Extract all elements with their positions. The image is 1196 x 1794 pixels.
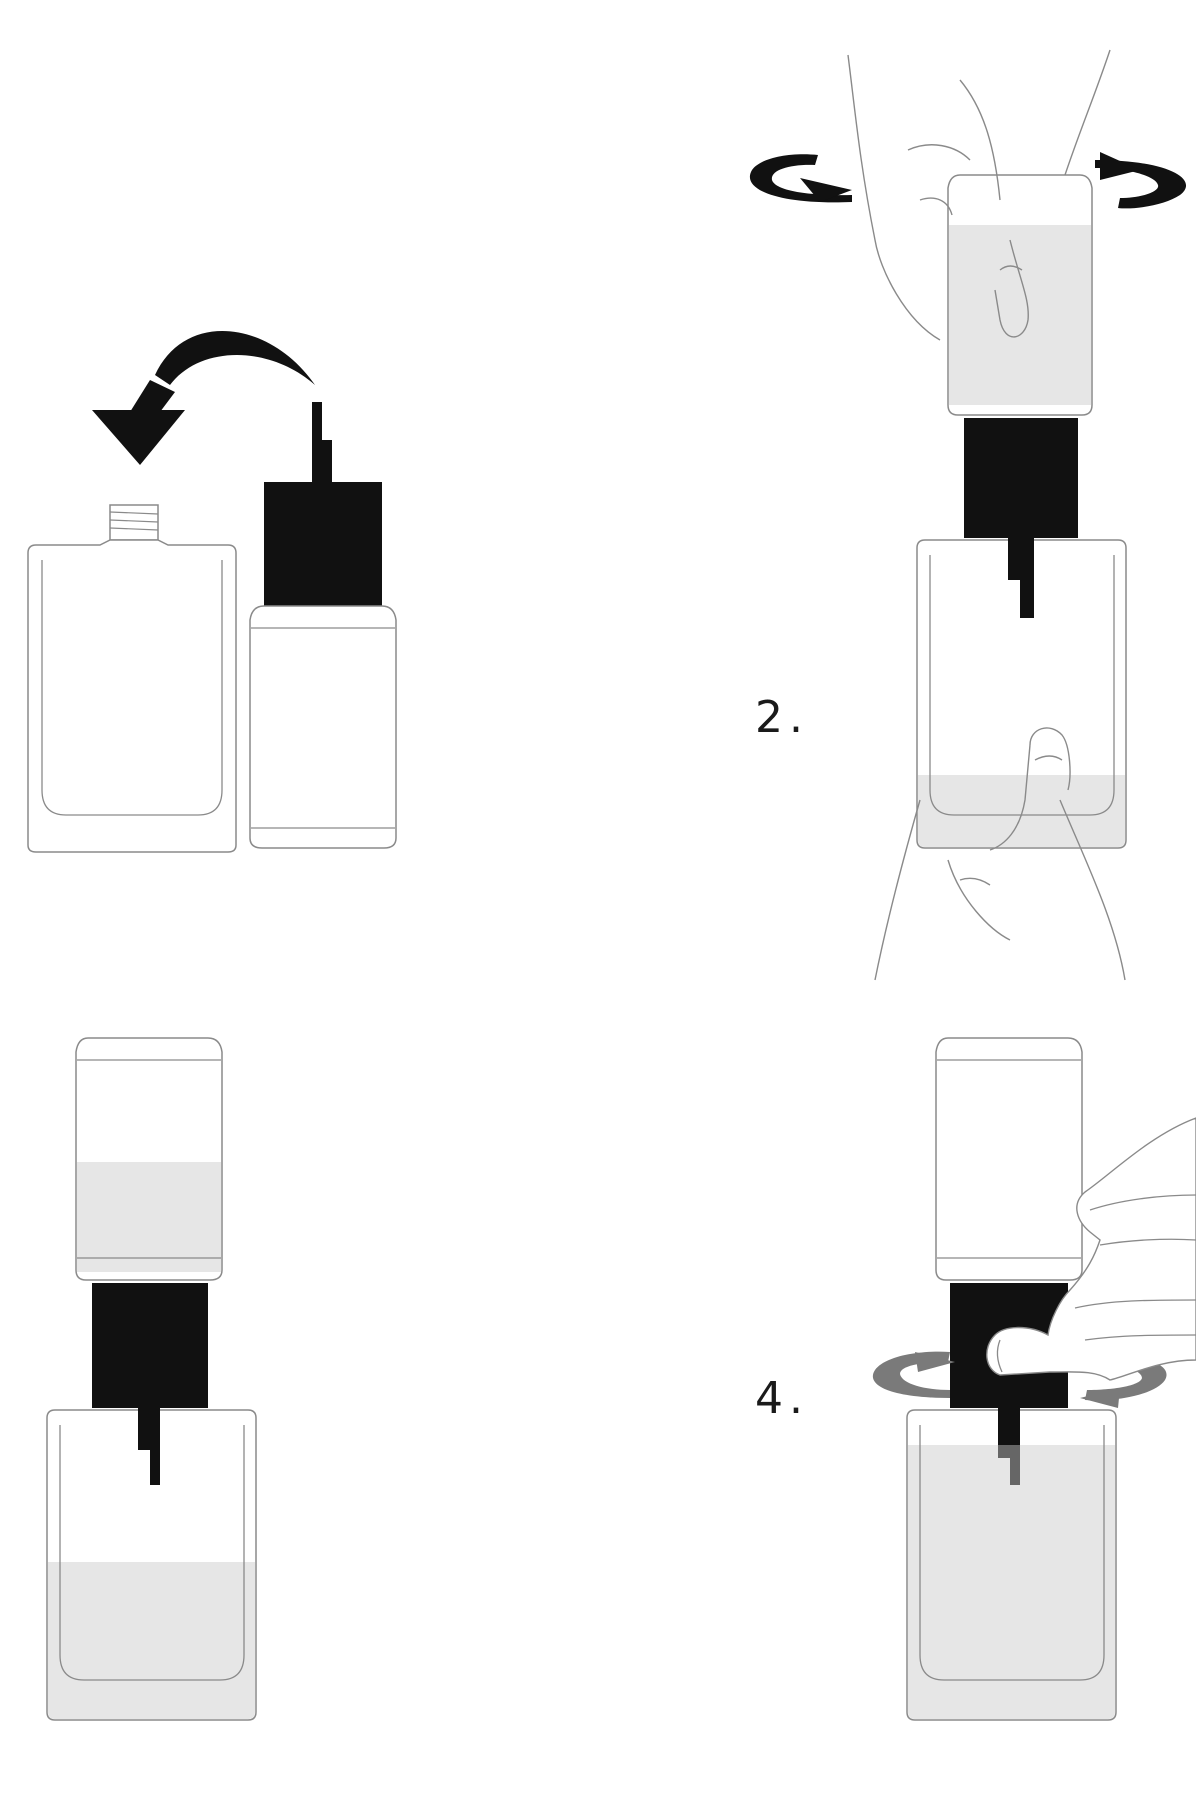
bottle-icon <box>46 1408 257 1721</box>
step-1-panel <box>27 330 397 853</box>
hand-icon <box>847 49 1111 341</box>
step-2-panel: 2. <box>749 49 1187 981</box>
step-4-panel: 4. <box>755 1037 1196 1721</box>
step-4-number: 4. <box>755 1373 809 1424</box>
rotate-arrows-icon <box>749 152 1187 209</box>
bottle-icon <box>906 1408 1117 1721</box>
step-2-number: 2. <box>755 692 809 743</box>
refill-bottle-icon <box>947 174 1093 538</box>
hand-icon <box>874 727 1126 981</box>
bottle-icon <box>916 538 1127 849</box>
hand-icon <box>986 1117 1196 1381</box>
refill-bottle-icon <box>75 1037 223 1408</box>
refill-bottle-icon <box>249 402 397 849</box>
curved-arrow-icon <box>92 330 315 465</box>
empty-bottle <box>27 504 237 853</box>
step-3-panel <box>46 1037 257 1721</box>
